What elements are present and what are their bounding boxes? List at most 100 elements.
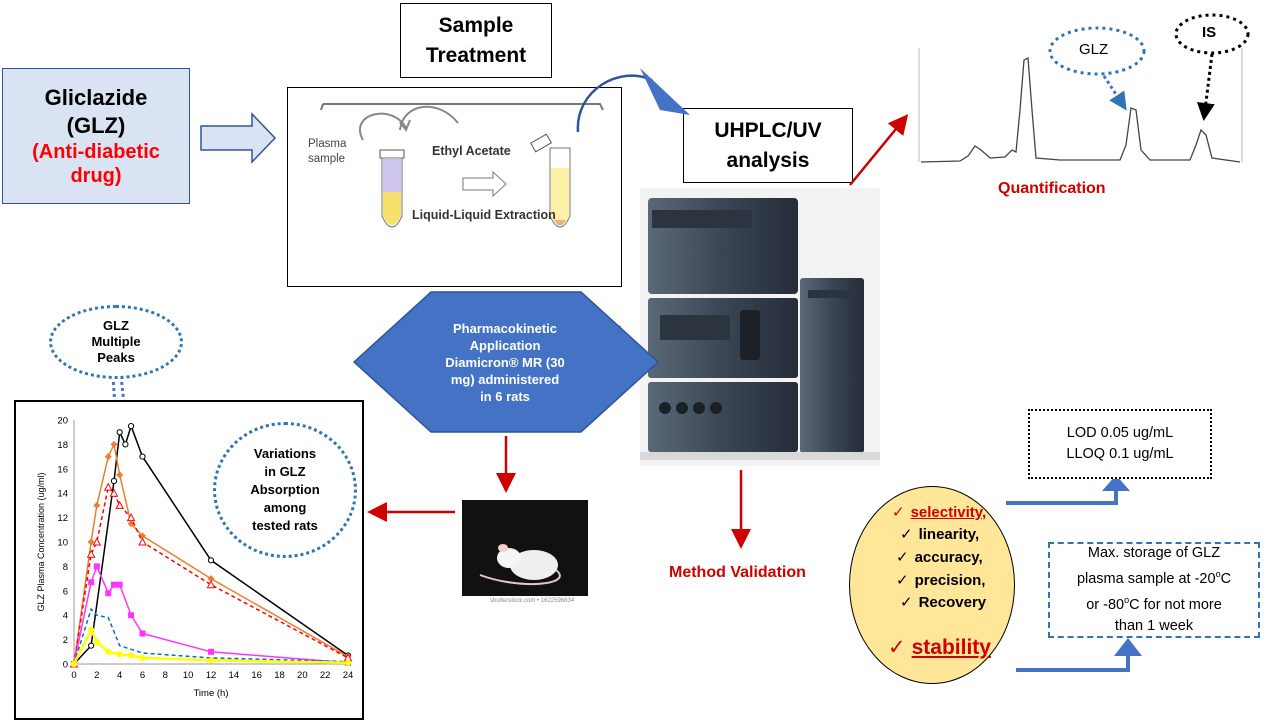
multiple-peaks-line1: GLZ <box>103 318 129 333</box>
series-line-5 <box>73 607 349 665</box>
data-point <box>70 660 78 668</box>
pk-line3: Diamicron® MR (30 <box>445 354 565 370</box>
multiple-peaks-line2: Multiple <box>91 334 141 349</box>
lloq-value: LLOQ 0.1 ug/mL <box>1066 446 1174 462</box>
x-tick-label: 20 <box>297 670 308 681</box>
uhplc-line1: UHPLC/UV <box>714 118 822 142</box>
data-point <box>139 630 146 637</box>
chromatogram-trace <box>920 56 1241 163</box>
validation-item-accuracy: ✓accuracy, <box>896 549 983 566</box>
storage-line4: than 1 week <box>1114 617 1194 634</box>
is-peak-callout <box>1174 13 1250 55</box>
connector-to-storage-head <box>1114 638 1142 656</box>
y-tick-label: 2 <box>63 635 68 646</box>
method-validation-label: Method Validation <box>669 564 806 581</box>
y-tick-label: 4 <box>63 611 68 622</box>
x-tick-label: 24 <box>343 670 354 681</box>
y-tick-label: 10 <box>57 538 68 549</box>
check-icon: ✓ <box>888 636 906 659</box>
x-tick-label: 16 <box>251 670 262 681</box>
curve-arrow-to-uhplc <box>576 74 653 133</box>
multiple-peaks-callout: GLZ Multiple Peaks <box>49 305 183 379</box>
data-point <box>116 471 124 479</box>
sample-treatment-line1: Sample <box>438 13 514 37</box>
y-tick-label: 12 <box>57 513 68 524</box>
variations-line2: in GLZ <box>264 464 306 479</box>
y-tick-label: 6 <box>63 586 68 597</box>
data-point <box>207 657 215 664</box>
rat-image <box>462 500 588 606</box>
variations-line3: Absorption <box>250 482 320 497</box>
y-tick-label: 18 <box>57 440 68 451</box>
x-tick-label: 0 <box>71 670 76 681</box>
data-point <box>128 612 135 619</box>
connector-to-limits <box>1006 490 1118 505</box>
storage-line1: Max. storage of GLZ <box>1087 545 1221 562</box>
is-peak-pointer <box>1196 53 1215 121</box>
variations-line4: among <box>263 500 307 515</box>
data-point <box>105 590 112 597</box>
drug-name: Gliclazide <box>44 85 148 110</box>
y-tick-label: 0 <box>63 660 68 671</box>
data-point <box>110 581 117 588</box>
validation-item-stability: ✓stability <box>888 636 991 659</box>
plasma-label-line1: Plasma <box>308 138 347 150</box>
check-icon: ✓ <box>900 526 913 543</box>
series-line-2 <box>73 441 349 665</box>
data-point <box>105 648 112 655</box>
y-axis-label: GLZ Plasma Concentration (ug/ml) <box>36 472 46 611</box>
glz-peak-label: GLZ <box>1079 41 1109 58</box>
data-point <box>208 648 214 655</box>
curve-arrow-head <box>640 68 690 115</box>
extraction-illustration <box>320 103 604 228</box>
data-point <box>110 440 118 448</box>
x-axis-label: Time (h) <box>193 688 228 699</box>
x-tick-label: 14 <box>229 670 240 681</box>
data-point <box>88 642 95 649</box>
glz-peak-callout <box>1048 26 1146 76</box>
data-point <box>110 477 118 485</box>
y-tick-label: 20 <box>57 416 68 427</box>
data-point <box>116 581 123 588</box>
chromatogram <box>918 48 1243 163</box>
data-point <box>93 563 100 570</box>
data-point <box>206 580 216 589</box>
rat-image-caption: shutterstock.com • 1622596834 <box>490 598 575 604</box>
data-point <box>138 537 147 546</box>
lod-value: LOD 0.05 ug/mL <box>1066 425 1174 441</box>
data-point <box>207 557 215 564</box>
sample-treatment-line2: Treatment <box>425 43 527 67</box>
data-point <box>115 500 125 509</box>
connector-to-storage <box>1016 655 1130 672</box>
variations-line5: tested rats <box>252 518 318 533</box>
y-tick-label: 14 <box>57 489 68 500</box>
extraction-method-label: Liquid-Liquid Extraction <box>412 208 556 222</box>
storage-line3: or -80oC for not more <box>1086 595 1222 613</box>
x-tick-label: 6 <box>140 670 145 681</box>
pk-application-text: Pharmacokinetic Application Diamicron® M… <box>414 312 596 412</box>
solvent-label: Ethyl Acetate <box>432 144 511 158</box>
storage-line2: plasma sample at -20oC <box>1076 569 1232 587</box>
arrow-to-chromatogram <box>849 114 909 186</box>
quantification-label: Quantification <box>998 180 1106 197</box>
validation-parameters: ✓selectivity, ✓linearity, ✓accuracy, ✓pr… <box>849 486 1015 684</box>
data-point <box>104 453 112 461</box>
pk-line1: Pharmacokinetic <box>452 320 558 336</box>
x-tick-label: 22 <box>320 670 331 681</box>
pk-application-hexagon <box>352 291 660 433</box>
arrow-to-sample <box>200 112 277 164</box>
check-icon: ✓ <box>900 594 913 611</box>
storage-box: Max. storage of GLZ plasma sample at -20… <box>1048 542 1260 638</box>
gliclazide-box: Gliclazide (GLZ) (Anti-diabetic drug) <box>2 68 190 204</box>
data-point <box>126 513 136 522</box>
x-tick-label: 10 <box>183 670 194 681</box>
validation-item-linearity: ✓linearity, <box>900 526 980 543</box>
variations-callout: Variations in GLZ Absorption among teste… <box>213 422 357 558</box>
data-point <box>127 423 135 430</box>
data-point <box>93 501 101 509</box>
data-point <box>344 659 352 666</box>
sample-treatment-box: Sample Treatment <box>400 3 552 78</box>
data-point <box>86 549 96 558</box>
y-tick-label: 8 <box>63 562 68 573</box>
